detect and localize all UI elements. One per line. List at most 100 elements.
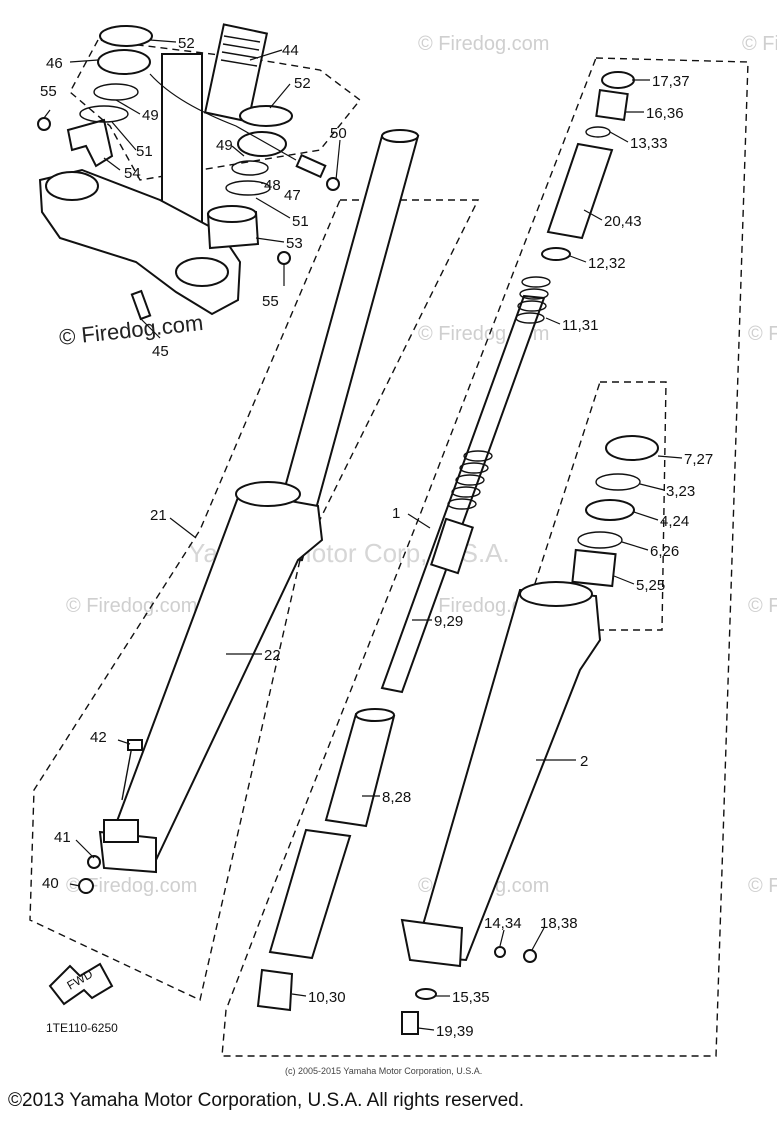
washer-6-26 <box>577 531 623 549</box>
label-51-upper: 51 <box>136 143 153 160</box>
diagram-code: 1TE110-6250 <box>46 1021 118 1035</box>
bolt-19-39 <box>401 1011 419 1035</box>
dust-seal-7-27 <box>605 435 659 461</box>
label-40: 40 <box>42 875 59 892</box>
bolt-55-right <box>277 251 291 265</box>
washer-14-34 <box>494 946 506 958</box>
watermark-firedog: © Firedog.com <box>742 33 777 55</box>
label-51-lower: 51 <box>292 213 309 230</box>
footer-copyright: ©2013 Yamaha Motor Corporation, U.S.A. A… <box>8 1090 524 1111</box>
group-outline-seals <box>519 381 667 631</box>
outer-tube-right-top <box>519 581 593 607</box>
sleeve-8-28-top <box>355 708 395 722</box>
ball-race-lower <box>237 131 287 157</box>
label-55-right: 55 <box>262 293 279 310</box>
guide-bush-5-25 <box>571 548 617 588</box>
shaft-threads <box>220 35 261 67</box>
outer-tube-right-foot <box>400 918 464 968</box>
watermark-firedog: © Firedog.com <box>58 310 204 350</box>
label-18-38: 18,38 <box>540 915 578 932</box>
bearing-race-top <box>99 25 153 47</box>
label-55-left: 55 <box>40 83 57 100</box>
watermark-firedog: © Firedog.com <box>748 875 777 897</box>
label-8-28: 8,28 <box>382 789 411 806</box>
o-ring-13-33 <box>585 126 611 138</box>
watermark-firedog: © Firedog.com <box>748 595 777 617</box>
gasket-15-35 <box>415 988 437 1000</box>
label-46: 46 <box>46 55 63 72</box>
collar-53-top <box>207 205 257 223</box>
leader-lines <box>43 39 683 1031</box>
bracket-clamp-left <box>45 171 99 201</box>
o-ring-lower <box>231 160 269 176</box>
label-20-43: 20,43 <box>604 213 642 230</box>
label-21: 21 <box>150 507 167 524</box>
label-10-30: 10,30 <box>308 989 346 1006</box>
fork-spring-lower <box>447 450 493 510</box>
ball-race-upper <box>97 49 151 75</box>
label-19-39: 19,39 <box>436 1023 474 1040</box>
cap-bolt-16-36 <box>595 89 629 121</box>
label-5-25: 5,25 <box>636 577 665 594</box>
label-41: 41 <box>54 829 71 846</box>
label-11-31: 11,31 <box>562 317 598 334</box>
watermark-firedog: © Firedog.com <box>66 595 197 617</box>
label-17-37: 17,37 <box>652 73 690 90</box>
fwd-arrow-icon <box>48 962 114 1006</box>
label-2: 2 <box>580 753 588 770</box>
label-49-upper: 49 <box>142 107 159 124</box>
label-53: 53 <box>286 235 303 252</box>
label-44: 44 <box>282 42 299 59</box>
axle-holder-left <box>103 819 139 843</box>
fork-spring-11 <box>515 276 551 324</box>
collar-10-30 <box>256 968 294 1012</box>
bearing-race-lower <box>239 105 293 127</box>
watermark-firedog: © Firedog.com <box>418 33 549 55</box>
label-12-32: 12,32 <box>588 255 626 272</box>
label-15-35: 15,35 <box>452 989 490 1006</box>
inner-tube-left-top <box>381 129 419 143</box>
bracket-clamp-right <box>175 257 229 287</box>
bolt-55-left <box>37 117 51 131</box>
label-48: 48 <box>264 177 281 194</box>
seal-upper <box>79 105 129 123</box>
oil-seal-4-24 <box>585 499 635 521</box>
label-50: 50 <box>330 125 347 142</box>
small-copyright: (c) 2005-2015 Yamaha Motor Corporation, … <box>285 1066 482 1076</box>
outer-tube-left-top <box>235 481 301 507</box>
bolt-18-38 <box>523 949 537 963</box>
bolt-42-head <box>127 739 143 751</box>
nut-50 <box>326 177 340 191</box>
outer-tube-right <box>412 588 602 962</box>
nut-40 <box>78 878 94 894</box>
label-47: 47 <box>284 187 301 204</box>
label-6-26: 6,26 <box>650 543 679 560</box>
cap-17-37 <box>601 71 635 89</box>
label-13-33: 13,33 <box>630 135 668 152</box>
label-22: 22 <box>264 647 281 664</box>
sleeve-8-28 <box>324 712 396 828</box>
label-9-29: 9,29 <box>434 613 463 630</box>
group-outline-steering <box>69 39 361 181</box>
spacer-20-43 <box>546 142 614 240</box>
bolt-42 <box>121 745 133 801</box>
label-7-27: 7,27 <box>684 451 713 468</box>
label-45: 45 <box>152 343 169 360</box>
label-54: 54 <box>124 165 141 182</box>
group-outline-left-fork <box>29 199 480 1002</box>
label-42: 42 <box>90 729 107 746</box>
cable-guide-bracket <box>66 118 114 168</box>
label-4-24: 4,24 <box>660 513 689 530</box>
seal-lower <box>225 180 271 196</box>
dust-seal-lower <box>268 828 352 960</box>
label-1: 1 <box>392 505 400 522</box>
watermark-firedog: © Firedog.com <box>748 323 777 345</box>
group-outline-right-fork <box>221 57 749 1057</box>
washer-12-32 <box>541 247 571 261</box>
clip-3-23 <box>595 473 641 491</box>
label-49-lower: 49 <box>216 137 233 154</box>
o-ring-upper <box>93 83 139 101</box>
label-3-23: 3,23 <box>666 483 695 500</box>
